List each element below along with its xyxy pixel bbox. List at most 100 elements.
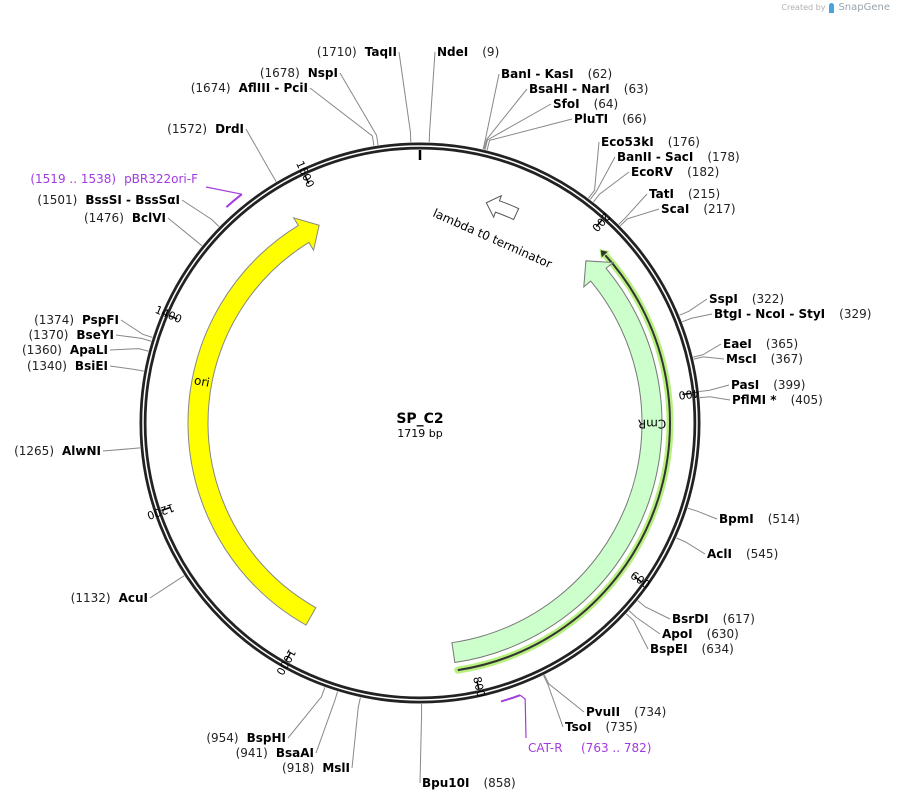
feature-cmr[interactable] xyxy=(451,260,663,664)
restriction-site[interactable]: TatI(215) xyxy=(649,187,720,201)
site-name[interactable]: BanII - SacI xyxy=(617,150,693,164)
site-leader-line xyxy=(484,103,552,150)
site-name[interactable]: PspFI xyxy=(82,313,119,327)
site-position: (66) xyxy=(622,112,647,126)
restriction-site[interactable]: EcoRV(182) xyxy=(631,165,719,179)
restriction-site[interactable]: BanII - SacI(178) xyxy=(617,150,740,164)
restriction-site[interactable]: SspI(322) xyxy=(709,292,784,306)
site-name[interactable]: AcuI xyxy=(119,591,148,605)
restriction-site[interactable]: BspHI(954) xyxy=(206,731,286,745)
site-name[interactable]: BspEI xyxy=(650,642,688,656)
primer-name[interactable]: CAT-R xyxy=(528,741,563,755)
primer-name[interactable]: pBR322ori-F xyxy=(124,172,198,186)
restriction-site[interactable]: DrdI(1572) xyxy=(167,122,244,136)
tick-mark xyxy=(682,392,692,396)
site-name[interactable]: PasI xyxy=(731,378,759,392)
site-position: (1710) xyxy=(317,45,357,59)
restriction-site[interactable]: BsaAI(941) xyxy=(236,746,314,760)
site-name[interactable]: BssSI - BssSαI xyxy=(85,193,180,207)
site-name[interactable]: Bpu10I xyxy=(422,776,469,790)
site-name[interactable]: AlwNI xyxy=(62,444,101,458)
site-leader-line xyxy=(619,208,660,227)
restriction-site[interactable]: AlwNI(1265) xyxy=(14,444,101,458)
site-name[interactable]: TatI xyxy=(649,187,674,201)
site-name[interactable]: ScaI xyxy=(661,202,689,216)
feature-lambda-t0-terminator[interactable] xyxy=(485,194,520,221)
site-name[interactable]: BsaHI - NarI xyxy=(529,82,610,96)
center-title: SP_C2 1719 bp xyxy=(396,411,443,440)
primer-arrow[interactable] xyxy=(225,193,243,208)
site-name[interactable]: EaeI xyxy=(723,337,752,351)
tick-mark xyxy=(595,219,603,227)
restriction-site[interactable]: NspI(1678) xyxy=(260,66,338,80)
site-name[interactable]: BpmI xyxy=(719,512,754,526)
orf-line[interactable] xyxy=(457,252,671,672)
site-name[interactable]: SspI xyxy=(709,292,738,306)
site-name[interactable]: MslI xyxy=(322,761,350,775)
restriction-site[interactable]: BtgI - NcoI - StyI(329) xyxy=(714,307,871,321)
restriction-site[interactable]: BspEI(634) xyxy=(650,642,734,656)
restriction-site[interactable]: BclVI(1476) xyxy=(84,211,166,225)
site-name[interactable]: SfoI xyxy=(553,97,580,111)
restriction-site[interactable]: MslI(918) xyxy=(282,761,350,775)
site-name[interactable]: BseYI xyxy=(76,328,114,342)
restriction-site[interactable]: BpmI(514) xyxy=(719,512,800,526)
site-name[interactable]: BclVI xyxy=(132,211,166,225)
site-name[interactable]: BsiEI xyxy=(75,359,108,373)
restriction-site[interactable]: BanI - KasI(62) xyxy=(501,67,612,81)
restriction-site[interactable]: AcuI(1132) xyxy=(71,591,148,605)
site-name[interactable]: BsrDI xyxy=(672,612,709,626)
restriction-site[interactable]: Bpu10I(858) xyxy=(422,776,516,790)
restriction-site[interactable]: EaeI(365) xyxy=(723,337,798,351)
site-name[interactable]: Eco53kI xyxy=(601,135,654,149)
restriction-site[interactable]: ApoI(630) xyxy=(662,627,739,641)
restriction-site[interactable]: BsiEI(1340) xyxy=(27,359,108,373)
site-name[interactable]: MscI xyxy=(726,352,757,366)
restriction-site[interactable]: SfoI(64) xyxy=(553,97,618,111)
site-leader-line xyxy=(149,575,185,599)
restriction-site[interactable]: BseYI(1370) xyxy=(29,328,115,342)
restriction-site[interactable]: NdeI(9) xyxy=(437,45,499,59)
site-name[interactable]: TaqII xyxy=(365,45,397,59)
restriction-site[interactable]: PvuII(734) xyxy=(586,705,666,719)
restriction-site[interactable]: TaqII (1710) xyxy=(317,45,397,59)
backbone-ring[interactable] xyxy=(139,142,701,704)
restriction-site[interactable]: BssSI - BssSαI(1501) xyxy=(37,193,180,207)
restriction-site[interactable]: PflMI *(405) xyxy=(732,393,823,407)
site-name[interactable]: AclI xyxy=(707,547,732,561)
restriction-site[interactable]: PspFI(1374) xyxy=(34,313,119,327)
restriction-site[interactable]: PasI (399) xyxy=(731,378,805,392)
site-name[interactable]: AflIII - PciI xyxy=(239,81,308,95)
restriction-site[interactable]: Eco53kI(176) xyxy=(601,135,700,149)
feature-ori[interactable] xyxy=(187,216,320,626)
restriction-site[interactable]: ScaI(217) xyxy=(661,202,736,216)
site-name[interactable]: ApoI xyxy=(662,627,693,641)
site-name[interactable]: BtgI - NcoI - StyI xyxy=(714,307,825,321)
restriction-site[interactable]: MscI(367) xyxy=(726,352,803,366)
site-name[interactable]: PluTI xyxy=(574,112,608,126)
restriction-site[interactable]: ApaLI (1360) xyxy=(22,343,108,357)
restriction-site[interactable]: BsrDI(617) xyxy=(672,612,755,626)
restriction-site[interactable]: AclI(545) xyxy=(707,547,778,561)
site-name[interactable]: TsoI xyxy=(565,720,591,734)
site-name[interactable]: NspI xyxy=(308,66,338,80)
site-name[interactable]: BsaAI xyxy=(276,746,314,760)
restriction-site[interactable]: BsaHI - NarI(63) xyxy=(529,82,648,96)
site-position: (399) xyxy=(773,378,805,392)
site-name[interactable]: EcoRV xyxy=(631,165,674,179)
site-leader-line xyxy=(681,313,713,323)
site-position: (1360) xyxy=(22,343,62,357)
restriction-site[interactable]: PluTI (66) xyxy=(574,112,647,126)
site-name[interactable]: BspHI xyxy=(247,731,286,745)
primer-arrow[interactable] xyxy=(500,694,521,703)
site-name[interactable]: ApaLI xyxy=(70,343,108,357)
restriction-site[interactable]: AflIII - PciI(1674) xyxy=(191,81,308,95)
site-name[interactable]: NdeI xyxy=(437,45,468,59)
tick-mark xyxy=(304,175,310,184)
restriction-site[interactable]: TsoI(735) xyxy=(565,720,638,734)
site-name[interactable]: PvuII xyxy=(586,705,620,719)
site-name[interactable]: PflMI * xyxy=(732,393,777,407)
site-name[interactable]: BanI - KasI xyxy=(501,67,574,81)
site-name[interactable]: DrdI xyxy=(215,122,244,136)
